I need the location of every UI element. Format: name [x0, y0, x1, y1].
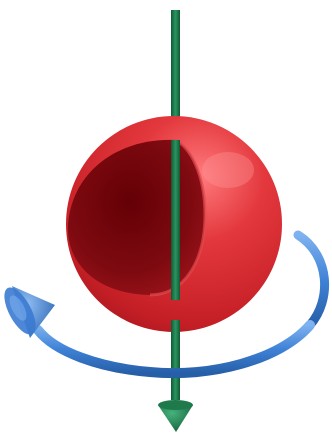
axis-shaft-middle — [171, 140, 180, 300]
axis-shaft-bottom — [171, 320, 180, 400]
rotation-arc-back — [298, 235, 325, 325]
axis-arrowhead-icon — [158, 400, 193, 432]
rotation-arrowhead-icon — [0, 283, 55, 339]
